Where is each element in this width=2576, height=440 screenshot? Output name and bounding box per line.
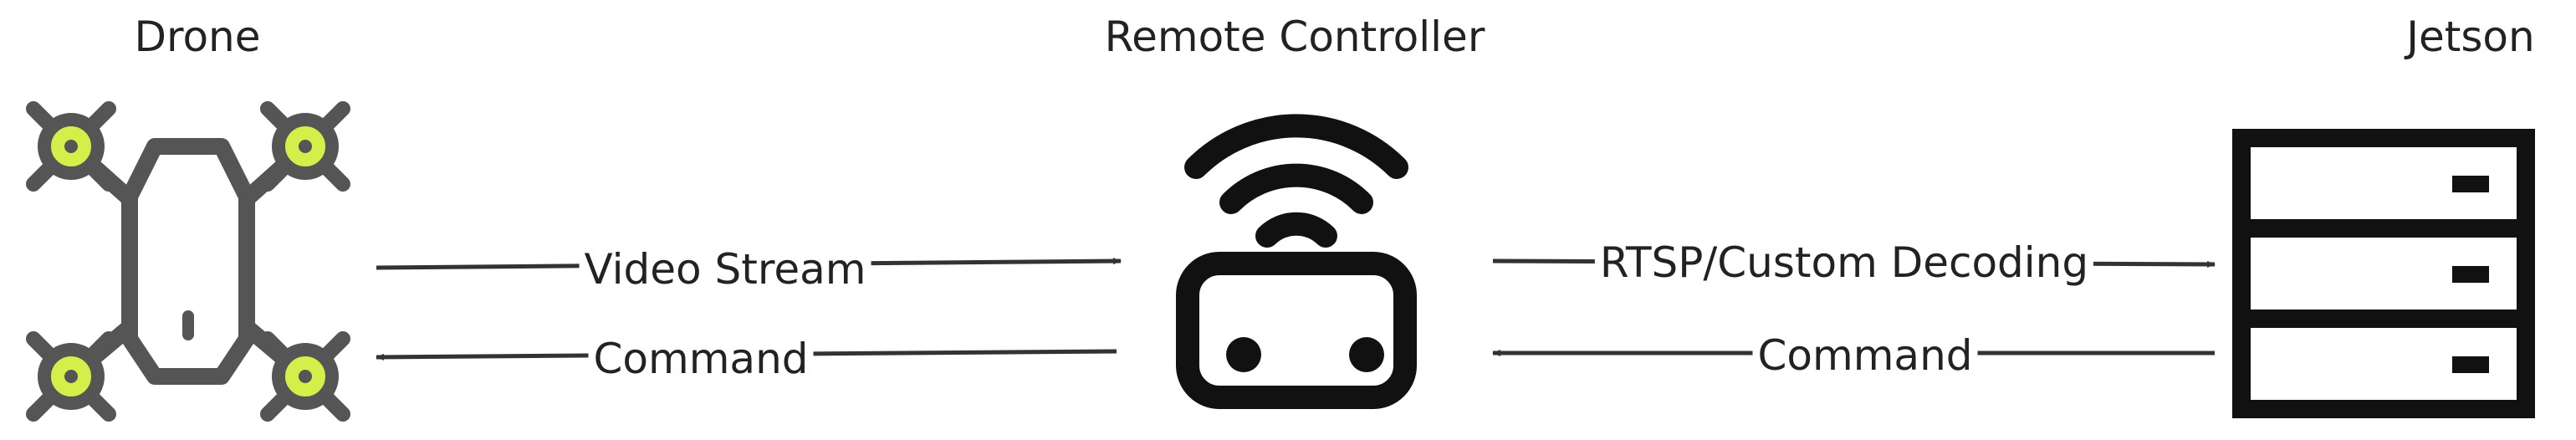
drone-icon — [26, 101, 350, 422]
server-icon — [2232, 129, 2535, 418]
remote-controller-label: Remote Controller — [1104, 13, 1485, 61]
remote-controller-icon — [1176, 114, 1417, 409]
drone-label: Drone — [134, 13, 261, 61]
rtsp-label: RTSP/Custom Decoding — [1594, 238, 2094, 288]
drone-propellers — [38, 113, 339, 410]
jetson-label: Jetson — [2406, 13, 2535, 61]
video-stream-label: Video Stream — [579, 244, 871, 294]
command-to-drone-label: Command — [588, 334, 814, 384]
command-to-rc-label: Command — [1752, 330, 1978, 381]
